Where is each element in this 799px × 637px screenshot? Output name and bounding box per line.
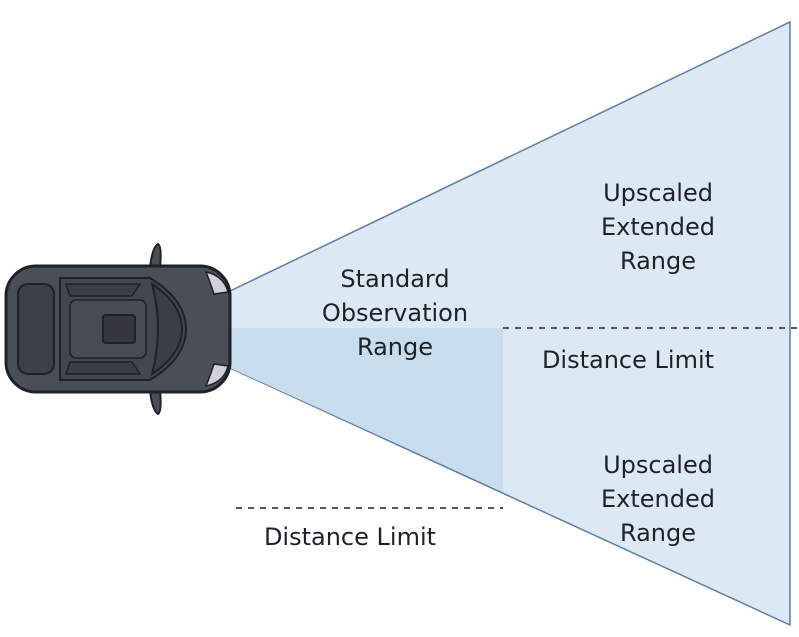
standard-range-line-2: Observation <box>321 299 469 327</box>
upscaled-extended-range-lower-label: Upscaled Extended Range <box>578 448 738 550</box>
upscaled-extended-range-upper-label: Upscaled Extended Range <box>578 176 738 278</box>
extended-lower-line-1: Upscaled <box>603 451 713 479</box>
distance-limit-bottom-label: Distance Limit <box>263 523 437 551</box>
standard-range-line-3: Range <box>356 333 434 361</box>
extended-upper-line-2: Extended <box>601 213 715 241</box>
standard-observation-zone <box>228 328 503 492</box>
extended-upper-line-1: Upscaled <box>603 179 713 207</box>
extended-lower-line-2: Extended <box>601 485 715 513</box>
standard-range-line-1: Standard <box>340 265 450 293</box>
standard-observation-range-label: Standard Observation Range <box>300 262 490 364</box>
extended-upper-line-3: Range <box>619 247 697 275</box>
car-top-view-icon <box>4 242 232 416</box>
extended-lower-line-3: Range <box>619 519 697 547</box>
distance-limit-right-label: Distance Limit <box>541 346 715 374</box>
